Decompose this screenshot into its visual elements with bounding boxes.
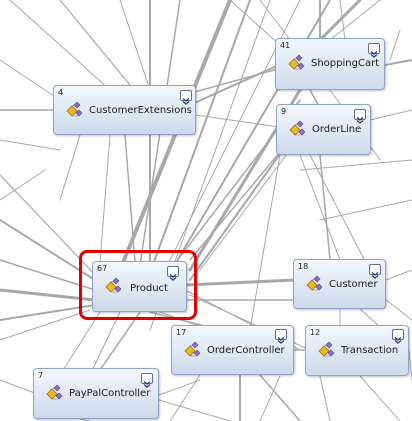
- node-label: CustomerExtensions: [89, 105, 192, 116]
- dependency-edge: [385, 269, 412, 281]
- selection-highlight-box: [79, 250, 197, 320]
- node-customerextensions[interactable]: 4 CustomerExtensions: [53, 85, 196, 135]
- node-count: 17: [176, 328, 187, 337]
- dependency-edge: [259, 374, 301, 421]
- expand-chevron-icon[interactable]: [392, 329, 404, 344]
- node-orderline[interactable]: 9 OrderLine: [276, 104, 371, 155]
- node-transaction[interactable]: 12 Transaction: [305, 325, 409, 376]
- dependency-edge: [0, 59, 61, 101]
- node-shoppingcart[interactable]: 41 ShoppingCart: [275, 38, 385, 90]
- node-count: 9: [281, 107, 287, 116]
- dependency-edge: [99, 134, 111, 263]
- dependency-edge: [259, 375, 281, 421]
- dependency-edge: [0, 139, 61, 151]
- class-icon: [318, 341, 335, 357]
- dependency-edge: [299, 159, 412, 171]
- dependency-edge: [259, 0, 291, 41]
- dependency-edge: [0, 169, 46, 201]
- dependency-edge: [59, 311, 101, 376]
- dependency-edge: [158, 399, 231, 421]
- class-icon: [288, 54, 305, 70]
- dependency-edge: [329, 0, 381, 41]
- expand-chevron-icon[interactable]: [369, 264, 381, 279]
- dependency-edge: [189, 139, 291, 281]
- expand-chevron-icon[interactable]: [354, 109, 366, 124]
- dependency-edge: [0, 174, 101, 281]
- dependency-edge: [384, 59, 412, 66]
- node-ordercontroller[interactable]: 17 OrderController: [171, 325, 294, 375]
- dependency-edge: [369, 109, 412, 121]
- expand-chevron-icon[interactable]: [368, 43, 380, 58]
- dependency-edge: [169, 374, 201, 421]
- class-icon: [66, 101, 83, 117]
- dependency-edge: [119, 0, 151, 91]
- dependency-edge: [319, 199, 412, 221]
- node-label: OrderLine: [312, 124, 362, 135]
- node-label: Product: [130, 283, 168, 294]
- dependency-edge: [389, 29, 401, 61]
- dependency-edge: [359, 375, 401, 421]
- dependency-edge: [59, 0, 131, 86]
- class-icon: [289, 120, 306, 136]
- dependency-edge: [9, 0, 111, 91]
- dependency-edge: [189, 59, 291, 106]
- dependency-edge: [249, 154, 281, 331]
- dependency-edge: [158, 379, 201, 396]
- node-customer[interactable]: 18 Customer: [293, 259, 386, 309]
- node-count: 67: [97, 264, 108, 273]
- node-count: 7: [38, 371, 44, 380]
- dependency-edge: [229, 0, 281, 46]
- node-count: 4: [58, 88, 64, 97]
- node-count: 18: [298, 262, 309, 271]
- dependency-edge: [189, 139, 291, 261]
- dependency-edge: [183, 278, 297, 287]
- dependency-edge: [118, 0, 232, 272]
- dependency-edge: [124, 134, 136, 263]
- node-label: Customer: [329, 279, 378, 290]
- expand-chevron-icon[interactable]: [167, 266, 179, 281]
- expand-chevron-icon[interactable]: [180, 90, 192, 105]
- expand-chevron-icon[interactable]: [141, 373, 153, 388]
- node-paypalcontroller[interactable]: 7 PayPalController: [33, 368, 159, 419]
- dependency-edge: [339, 0, 346, 41]
- expand-chevron-icon[interactable]: [275, 329, 287, 344]
- node-label: PayPalController: [69, 388, 151, 399]
- dependency-edge: [359, 308, 381, 328]
- dependency-edge: [299, 154, 341, 261]
- dependency-edge: [199, 149, 291, 271]
- node-label: ShoppingCart: [311, 58, 380, 69]
- class-icon: [46, 384, 63, 400]
- node-count: 41: [280, 41, 291, 50]
- node-label: OrderController: [207, 345, 285, 356]
- dependency-edge: [99, 311, 141, 371]
- node-count: 12: [310, 328, 321, 337]
- dependency-edge: [385, 299, 412, 321]
- dependency-edge: [59, 134, 81, 201]
- node-label: Transaction: [341, 345, 399, 356]
- class-icon: [306, 275, 323, 291]
- dependency-edge: [319, 375, 331, 421]
- dependency-edge: [319, 154, 331, 261]
- class-icon: [184, 341, 201, 357]
- dependency-edge: [0, 309, 91, 341]
- node-product[interactable]: 67 Product: [92, 261, 187, 312]
- dependency-edge: [89, 311, 121, 376]
